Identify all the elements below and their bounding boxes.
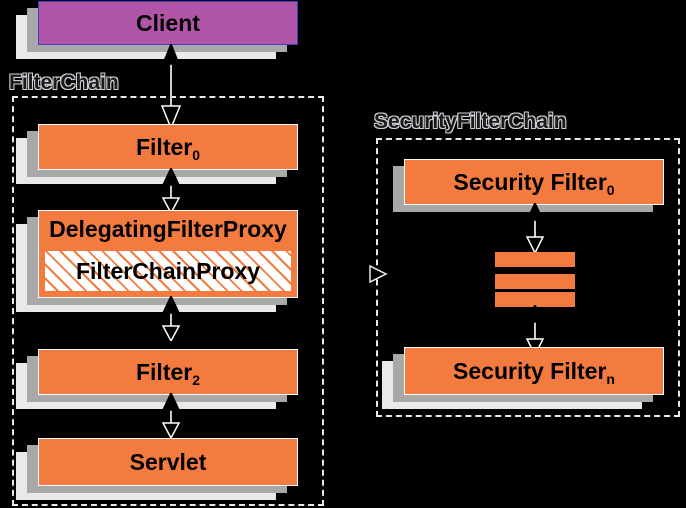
arrow-client-filter0 xyxy=(160,44,182,128)
arrow-filter0-delegatingfilterproxy xyxy=(160,168,182,213)
security-filter-bar-2 xyxy=(495,274,575,289)
node-face: DelegatingFilterProxy FilterChainProxy xyxy=(38,210,298,298)
security-filter-bar-3 xyxy=(495,292,575,307)
node-label: DelegatingFilterProxy xyxy=(49,215,287,242)
arrow-filter2-servlet xyxy=(160,393,182,438)
node-face: Security Filter0 xyxy=(404,159,664,205)
node-label-text: Filter xyxy=(135,358,193,385)
node-security-filter-0[interactable]: Security Filter0 xyxy=(393,159,664,212)
node-title-row: DelegatingFilterProxy xyxy=(39,211,297,247)
security-filter-bar-1 xyxy=(495,252,575,267)
node-label-text: Filter xyxy=(135,133,193,160)
node-label: Security Filtern xyxy=(453,357,615,386)
node-face: Filter2 xyxy=(38,349,298,395)
node-face: Filter0 xyxy=(38,124,298,170)
node-label-text: Security Filter xyxy=(453,357,607,384)
node-label-subscript: 0 xyxy=(606,181,615,198)
node-face: Servlet xyxy=(38,438,298,486)
node-label: Filter0 xyxy=(135,133,200,162)
node-label-subscript: 0 xyxy=(192,146,201,163)
arrow-delegatingfilterproxy-filter2 xyxy=(160,296,182,341)
node-security-filter-n[interactable]: Security Filtern xyxy=(382,347,664,409)
node-filter-chain-proxy[interactable]: FilterChainProxy xyxy=(44,250,292,292)
node-face: Client xyxy=(38,1,298,45)
node-delegating-filter-proxy[interactable]: DelegatingFilterProxy FilterChainProxy xyxy=(16,210,298,312)
node-label: Servlet xyxy=(129,448,207,475)
node-label-subscript: 2 xyxy=(192,371,201,388)
nested-node-label: FilterChainProxy xyxy=(75,257,261,284)
arrow-filterchainproxy-securityfilterchain xyxy=(366,262,390,286)
arrow-securityfilter0-bars xyxy=(524,203,546,253)
group-label-filterchain: FilterChain xyxy=(9,71,119,94)
node-face: Security Filtern xyxy=(404,347,664,395)
node-filter-2[interactable]: Filter2 xyxy=(16,349,298,409)
node-label: Security Filter0 xyxy=(453,168,614,197)
node-label-text: Security Filter xyxy=(453,168,607,195)
group-label-securityfilterchain: SecurityFilterChain xyxy=(374,110,567,133)
node-servlet[interactable]: Servlet xyxy=(16,438,298,500)
node-client[interactable]: Client xyxy=(16,1,298,59)
node-label: Client xyxy=(136,9,200,36)
node-label: Filter2 xyxy=(135,358,200,387)
node-label-subscript: n xyxy=(606,370,615,387)
group-box-filterchain xyxy=(12,96,324,506)
node-filter-0[interactable]: Filter0 xyxy=(16,124,298,184)
